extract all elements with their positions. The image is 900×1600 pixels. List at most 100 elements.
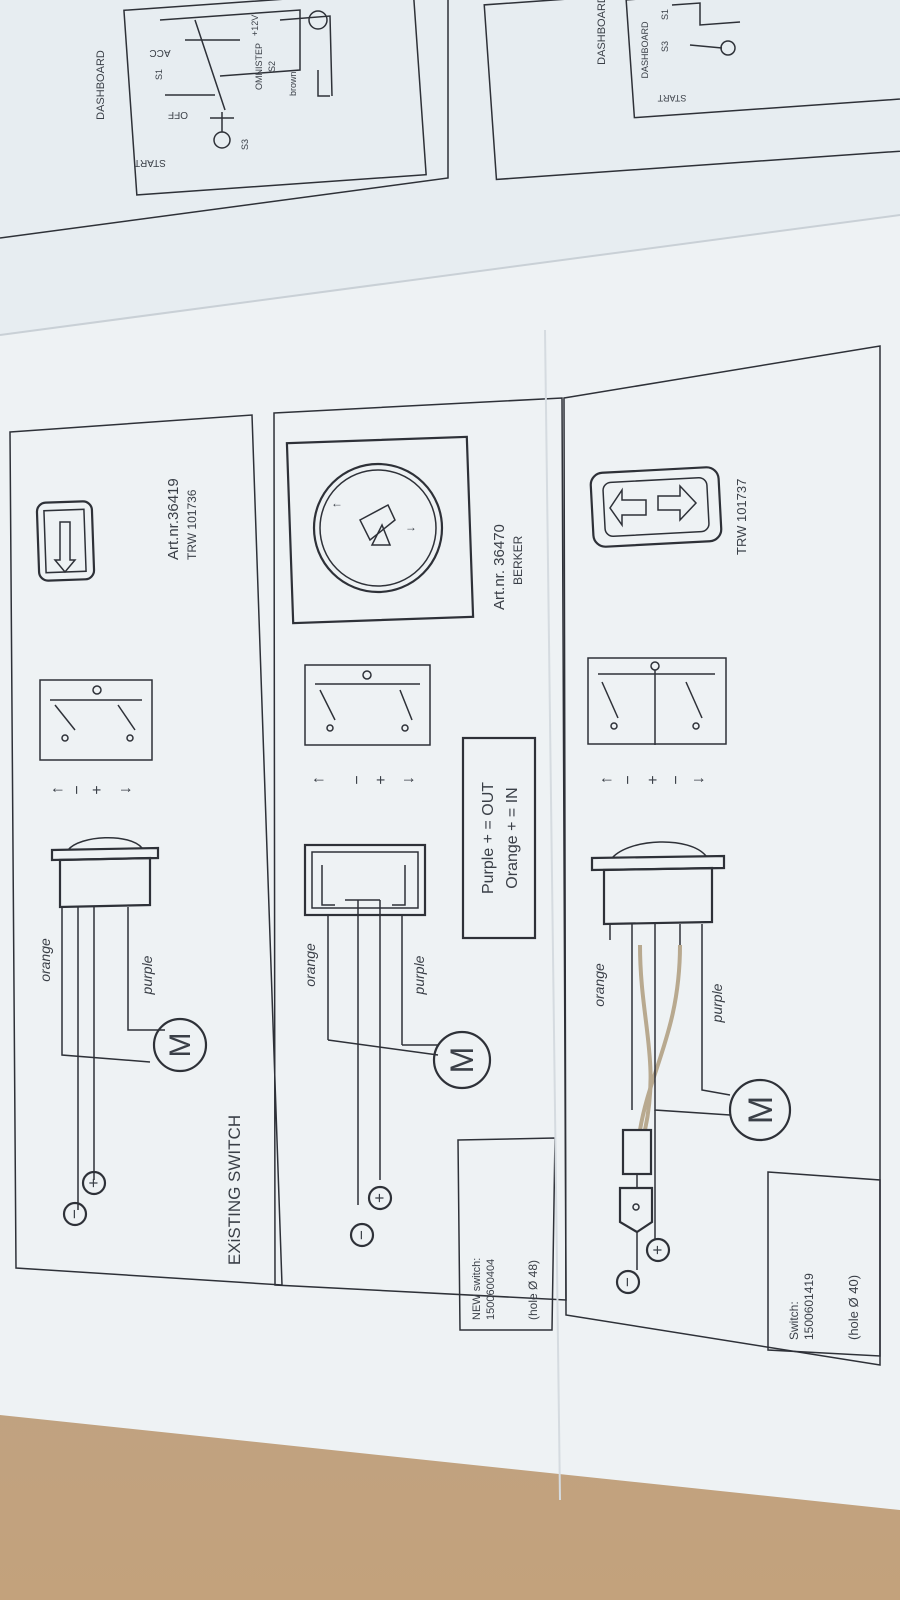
- panel3-plus-terminal-icon: [645, 1237, 671, 1263]
- right-terminal-s1: S1: [660, 9, 670, 20]
- panel1-schematic: [39, 679, 153, 761]
- panel2-minus-terminal-icon: [349, 1222, 375, 1248]
- panel1-label-purple: purple: [139, 955, 155, 995]
- panel2-connector: [303, 843, 427, 917]
- right-dashboard-box: [625, 0, 900, 119]
- motor-icon-small: [308, 10, 328, 30]
- panel1-title: EXiSTING SWITCH: [225, 1115, 244, 1265]
- panel3-minus-label: −: [618, 1277, 637, 1287]
- panel2-motor-icon: [432, 1030, 492, 1090]
- panel2-pin-plus: +: [373, 775, 390, 784]
- panel2-schematic: [304, 664, 431, 746]
- panel1-pin-minus: −: [69, 785, 86, 794]
- panel3-minus-terminal-icon: [615, 1269, 641, 1295]
- panel2-model: BERKER: [511, 535, 525, 585]
- terminal-s2: S2: [267, 61, 277, 72]
- panel2-hole: (hole Ø 48): [526, 1260, 540, 1320]
- panel2-wire-orange: [327, 1039, 439, 1056]
- panel3-label-purple: purple: [709, 983, 725, 1023]
- panel3-plus-label: +: [648, 1245, 667, 1255]
- panel3-pin-minus-2: −: [668, 775, 685, 784]
- panel2-pin-up: ↑: [310, 776, 327, 784]
- panel2-new-switch-number: 1500600404: [485, 1259, 497, 1320]
- dashboard-label: DASHBOARD: [95, 50, 107, 120]
- panel2-label-orange: orange: [302, 943, 318, 987]
- panel3-switch-label: Switch:: [787, 1301, 801, 1340]
- ignition-switch: [159, 9, 333, 149]
- position-acc: ACC: [149, 47, 170, 58]
- panel3-fuse-connector: [618, 1186, 654, 1234]
- panel3-switch-number: 1500601419: [802, 1273, 816, 1340]
- panel2-motor-label: M: [444, 1047, 480, 1074]
- panel2-pin-down: ↓: [400, 776, 417, 784]
- panel3-pin-down: ↓: [690, 776, 707, 784]
- panel2-legend-line2: Orange + = IN: [504, 787, 521, 888]
- panel3-label-orange: orange: [591, 963, 607, 1007]
- panel1-model: TRW 101736: [185, 489, 199, 560]
- panel1-pin-down: ↓: [117, 786, 134, 794]
- right-dashboard-label: DASHBOARD: [596, 0, 608, 65]
- arrow-right-icon: [657, 484, 698, 522]
- fold-line-vertical: [544, 329, 561, 1501]
- panel2-pin-minus: −: [349, 775, 366, 784]
- right-panel-border: [483, 0, 900, 181]
- panel2-plus-terminal-icon: [367, 1185, 393, 1211]
- arrow-down-icon: [53, 521, 77, 574]
- right-terminal-s3: S3: [660, 41, 670, 52]
- plus12v-label: +12V: [250, 15, 260, 36]
- panel-trw-switch: TRW 101737 ↑ − + − ↓ orange purple: [563, 345, 881, 1366]
- paper-sheet: [0, 0, 900, 1510]
- panel3-motor-label: M: [742, 1096, 780, 1124]
- rocker-button-icon: [35, 500, 96, 582]
- berker-arrow-right: ↓: [403, 526, 417, 532]
- brown-label: brown: [288, 71, 298, 96]
- panel-existing-switch: EXiSTING SWITCH Art.nr.36419 TRW 101736 …: [9, 414, 283, 1286]
- panel1-plus-label: +: [84, 1178, 103, 1188]
- panel1-wire-purple: [127, 920, 165, 1031]
- panel1-pin-up: ↑: [49, 786, 66, 794]
- top-panel-border: [0, 0, 449, 239]
- right-dashboard-inner: DASHBOARD: [640, 21, 650, 79]
- panel1-minus-label: −: [65, 1209, 84, 1219]
- panel1-motor-label: M: [164, 1033, 197, 1058]
- terminal-s1: S1: [154, 69, 164, 80]
- terminal-s3: S3: [240, 139, 250, 150]
- panel3-schematic: [587, 657, 727, 745]
- panel3-info-box: [767, 1171, 881, 1357]
- panel3-pin-up: ↑: [598, 776, 615, 784]
- panel3-rocker-icon: [589, 466, 723, 548]
- panel2-info-box: [457, 1137, 556, 1331]
- berker-frame: [285, 435, 475, 625]
- panel2-legend-box: [461, 736, 537, 940]
- fold-crease: [0, 214, 900, 336]
- panel3-wire-orange: [638, 944, 653, 1131]
- panel3-motor-icon: [728, 1078, 792, 1142]
- paper-fold-top: [0, 0, 900, 335]
- panel2-minus-label: −: [352, 1230, 371, 1240]
- panel1-minus-terminal-icon: [62, 1201, 88, 1227]
- panel3-pin-plus: +: [645, 775, 662, 784]
- panel1-plus-terminal-icon: [81, 1170, 107, 1196]
- panel2-new-switch-label: NEW switch:: [471, 1258, 483, 1320]
- position-off: OFF: [168, 109, 188, 120]
- panel3-pin-minus-1: −: [620, 775, 637, 784]
- panel1-switch-body: [50, 846, 160, 862]
- panel1-art-nr: Art.nr.36419: [165, 478, 182, 560]
- panel1-wire-orange: [61, 920, 151, 1063]
- berker-rocker-icon: [359, 503, 396, 542]
- top-dashboard-panel: DASHBOARD START OFF ACC S3 S1: [0, 0, 900, 239]
- panel2-label-purple: purple: [411, 955, 427, 995]
- panel3-wire-purple: [701, 945, 731, 1096]
- panel1-pin-plus: +: [89, 785, 106, 794]
- berker-arrow-left: ↑: [329, 502, 343, 508]
- arrow-left-icon: [609, 487, 647, 528]
- panel3-hole: (hole Ø 40): [846, 1275, 861, 1340]
- panel1-label-orange: orange: [37, 938, 53, 982]
- right-start-label: START: [657, 93, 686, 103]
- panel2-art-nr: Art.nr. 36470: [491, 524, 508, 610]
- panel-berker-switch: ↑ ↓ Art.nr. 36470 BERKER ↑ − + ↓ Purple …: [273, 397, 567, 1331]
- panel1-motor-icon: [152, 1017, 208, 1073]
- panel3-switch-body: [590, 854, 726, 872]
- dashboard-box: [123, 0, 427, 196]
